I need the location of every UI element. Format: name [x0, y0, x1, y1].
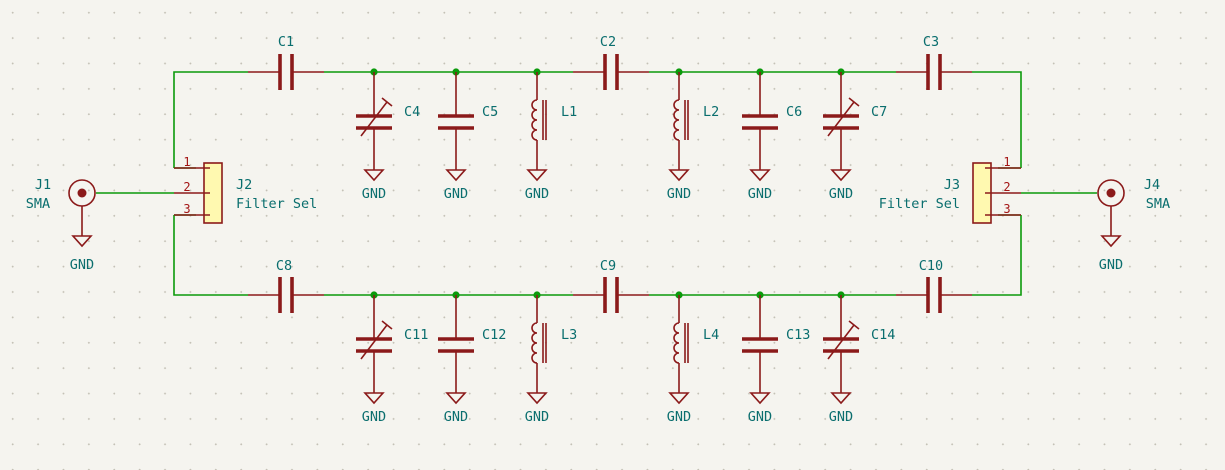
inductor-symbol[interactable] — [531, 71, 547, 161]
gnd-label: GND — [667, 186, 691, 202]
capacitor-symbol[interactable] — [740, 70, 780, 162]
capacitor-symbol[interactable] — [571, 52, 651, 92]
ground-icon — [446, 159, 466, 181]
j2-filter-select-connector[interactable]: 1 2 3 J2 Filter Sel — [174, 155, 317, 224]
ground-symbols: GND GND GND GND GND GND GND GND GND GND … — [70, 159, 1123, 425]
j3-filter-select-connector[interactable]: 1 2 3 J3 Filter Sel — [879, 155, 1021, 224]
ground-icon — [831, 159, 851, 181]
value-label: Filter Sel — [879, 196, 960, 212]
ref-label: J3 — [944, 177, 960, 193]
sma-connector-icon — [1097, 179, 1125, 207]
ground-icon — [72, 225, 92, 247]
shunt-elements-bottom: C11 C12 L3 L4 C13 C14 — [354, 293, 895, 385]
ground-icon — [1101, 225, 1121, 247]
capacitor-symbol[interactable] — [894, 52, 974, 92]
value-label: Filter Sel — [236, 196, 317, 212]
inductor-symbol[interactable] — [673, 294, 689, 384]
capacitor-symbol[interactable] — [246, 52, 326, 92]
ref-label: C7 — [871, 104, 887, 120]
capacitor-symbol[interactable] — [436, 70, 476, 162]
gnd-label: GND — [525, 409, 549, 425]
j4-sma-connector[interactable]: J4 SMA — [1097, 177, 1170, 226]
pin-number: 1 — [1003, 155, 1010, 169]
ref-label: L4 — [703, 327, 719, 343]
capacitor-symbol[interactable] — [436, 293, 476, 385]
gnd-label: GND — [362, 186, 386, 202]
ref-label: C8 — [276, 258, 292, 274]
gnd-label: GND — [525, 186, 549, 202]
ref-label: C3 — [923, 34, 939, 50]
ground-icon — [669, 382, 689, 404]
gnd-label: GND — [829, 409, 853, 425]
gnd-label: GND — [1099, 257, 1123, 273]
ground-icon — [831, 382, 851, 404]
ref-label: C4 — [404, 104, 420, 120]
pin-number: 1 — [183, 155, 190, 169]
ref-label: L2 — [703, 104, 719, 120]
gnd-label: GND — [667, 409, 691, 425]
ground-icon — [750, 159, 770, 181]
ground-icon — [669, 159, 689, 181]
ref-label: J1 — [35, 177, 51, 193]
ref-label: C1 — [278, 34, 294, 50]
ground-icon — [446, 382, 466, 404]
capacitor-symbol[interactable] — [740, 293, 780, 385]
gnd-label: GND — [748, 186, 772, 202]
ground-icon — [750, 382, 770, 404]
pin-number: 3 — [1003, 202, 1010, 216]
trimmer-capacitor-symbol[interactable] — [821, 70, 861, 162]
sma-connector-icon — [68, 179, 96, 207]
ref-label: C11 — [404, 327, 428, 343]
capacitor-symbol[interactable] — [894, 275, 974, 315]
capacitor-symbol[interactable] — [246, 275, 326, 315]
ref-label: C6 — [786, 104, 802, 120]
gnd-label: GND — [362, 409, 386, 425]
ref-label: L3 — [561, 327, 577, 343]
pin-number: 3 — [183, 202, 190, 216]
ref-label: J2 — [236, 177, 252, 193]
ref-label: C12 — [482, 327, 506, 343]
gnd-label: GND — [829, 186, 853, 202]
ref-label: C2 — [600, 34, 616, 50]
pin-number: 2 — [1003, 180, 1010, 194]
gnd-label: GND — [748, 409, 772, 425]
trimmer-capacitor-symbol[interactable] — [354, 293, 394, 385]
ref-label: J4 — [1144, 177, 1160, 193]
ground-icon — [527, 382, 547, 404]
trimmer-capacitor-symbol[interactable] — [821, 293, 861, 385]
trimmer-capacitor-symbol[interactable] — [354, 70, 394, 162]
gnd-label: GND — [444, 186, 468, 202]
value-label: SMA — [26, 196, 50, 212]
series-capacitors: C1 C2 C3 C8 C9 C10 — [246, 34, 974, 315]
ref-label: C9 — [600, 258, 616, 274]
inductor-symbol[interactable] — [531, 294, 547, 384]
j1-sma-connector[interactable]: J1 SMA — [26, 177, 96, 226]
ref-label: C14 — [871, 327, 895, 343]
inductor-symbol[interactable] — [673, 71, 689, 161]
ref-label: C13 — [786, 327, 810, 343]
pin-number: 2 — [183, 180, 190, 194]
ground-icon — [364, 159, 384, 181]
gnd-label: GND — [444, 409, 468, 425]
ground-icon — [527, 159, 547, 181]
shunt-elements-top: C4 C5 L1 L2 C6 C7 — [354, 70, 887, 162]
gnd-label: GND — [70, 257, 94, 273]
capacitor-symbol[interactable] — [571, 275, 651, 315]
value-label: SMA — [1146, 196, 1170, 212]
ground-icon — [364, 382, 384, 404]
ref-label: C5 — [482, 104, 498, 120]
ref-label: L1 — [561, 104, 577, 120]
ref-label: C10 — [919, 258, 943, 274]
